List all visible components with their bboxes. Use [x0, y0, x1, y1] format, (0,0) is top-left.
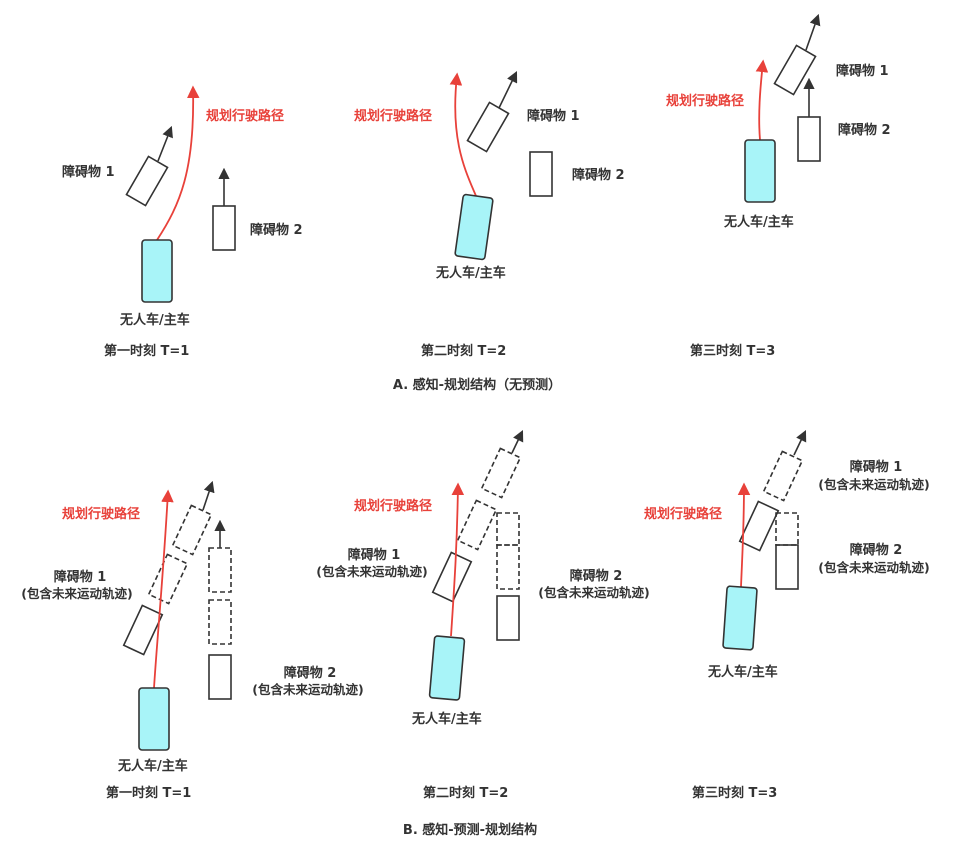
obstacle1-label: 障碍物 1 — [850, 459, 903, 475]
planned-path-label: 规划行驶路径 — [206, 108, 284, 124]
obstacle2-future-box — [775, 512, 799, 546]
obstacle2-box — [496, 595, 520, 641]
ego-label: 无人车/主车 — [117, 758, 188, 774]
obstacle1-arrow — [805, 13, 821, 51]
obstacle1-future-box — [147, 553, 189, 605]
obstacle1-arrow — [498, 70, 518, 109]
ego-label: 无人车/主车 — [435, 265, 506, 281]
planned-path-label: 规划行驶路径 — [666, 93, 744, 109]
panel-b3: 规划行驶路径 障碍物 1 (包含未来运动轨迹) 障碍物 2 (包含未来运动轨迹)… — [644, 429, 930, 801]
obstacle1-future-label: (包含未来运动轨迹) — [818, 477, 929, 492]
caption-b: B. 感知-预测-规划结构 — [403, 822, 537, 838]
time-label-b1: 第一时刻 T=1 — [106, 785, 191, 801]
obstacle2-label: 障碍物 2 — [850, 542, 903, 558]
obstacle2-box — [208, 654, 232, 700]
obstacle1-future-label: (包含未来运动轨迹) — [21, 586, 132, 601]
panel-a2: 规划行驶路径 障碍物 1 障碍物 2 无人车/主车 第二时刻 T=2 — [354, 70, 625, 359]
panel-b2: 规划行驶路径 障碍物 1 (包含未来运动轨迹) 障碍物 2 (包含未来运动轨迹)… — [316, 429, 650, 801]
obstacle1-label: 障碍物 1 — [527, 108, 580, 124]
obstacle1-box — [125, 155, 169, 207]
time-label-b3: 第三时刻 T=3 — [692, 785, 777, 801]
planned-path-line — [153, 489, 174, 689]
panel-a1: 障碍物 1 障碍物 2 规划行驶路径 无人车/主车 第一时刻 T=1 — [62, 85, 303, 359]
obstacle1-arrow — [793, 429, 807, 456]
caption-a: A. 感知-规划结构（无预测） — [393, 377, 561, 393]
obstacle2-future-box — [496, 512, 520, 546]
ego-vehicle — [454, 193, 494, 261]
obstacle1-box — [466, 101, 510, 153]
obstacle2-future-label: (包含未来运动轨迹) — [538, 585, 649, 600]
planned-path-line — [156, 85, 200, 241]
ego-label: 无人车/主车 — [723, 214, 794, 230]
obstacle1-future-box — [456, 499, 498, 551]
ego-vehicle — [744, 139, 776, 203]
obstacle1-box — [738, 500, 780, 552]
obstacle2-label: 障碍物 2 — [250, 222, 303, 238]
time-label-b2: 第二时刻 T=2 — [423, 785, 508, 801]
obstacle2-box — [775, 544, 799, 590]
obstacle1-future-box — [762, 450, 804, 502]
obstacle1-label: 障碍物 1 — [836, 63, 889, 79]
planned-path-line — [755, 59, 769, 141]
ego-label: 无人车/主车 — [411, 711, 482, 727]
ego-vehicle — [141, 239, 173, 303]
ego-label: 无人车/主车 — [119, 312, 190, 328]
planned-path-label: 规划行驶路径 — [62, 506, 140, 522]
obstacle1-label: 障碍物 1 — [54, 569, 107, 585]
obstacle2-label: 障碍物 2 — [838, 122, 891, 138]
obstacle2-box — [212, 205, 236, 251]
obstacle1-arrow — [511, 429, 524, 454]
obstacle1-arrow — [202, 480, 215, 511]
time-label-a2: 第二时刻 T=2 — [421, 343, 506, 359]
obstacle1-label: 障碍物 1 — [348, 547, 401, 563]
obstacle2-future-box — [208, 547, 232, 593]
planned-path-label: 规划行驶路径 — [644, 506, 722, 522]
obstacle1-label: 障碍物 1 — [62, 164, 115, 180]
obstacle2-label: 障碍物 2 — [284, 665, 337, 681]
ego-vehicle — [138, 687, 170, 751]
obstacle1-box — [122, 604, 164, 656]
planned-path-label: 规划行驶路径 — [354, 498, 432, 514]
obstacle2-label: 障碍物 2 — [570, 568, 623, 584]
time-label-a1: 第一时刻 T=1 — [104, 343, 189, 359]
obstacle2-future-box — [496, 544, 520, 590]
time-label-a3: 第三时刻 T=3 — [690, 343, 775, 359]
planned-path-line — [737, 482, 751, 588]
obstacle2-future-label: (包含未来运动轨迹) — [818, 560, 929, 575]
ego-vehicle — [428, 635, 466, 701]
obstacle2-label: 障碍物 2 — [572, 167, 625, 183]
obstacle2-future-label: (包含未来运动轨迹) — [252, 682, 363, 697]
obstacle1-future-box — [171, 504, 213, 556]
planned-path-line — [450, 482, 465, 637]
obstacle1-future-label: (包含未来运动轨迹) — [316, 564, 427, 579]
obstacle2-box — [529, 151, 553, 197]
planned-path-line — [449, 72, 477, 197]
obstacle1-box — [773, 44, 817, 96]
obstacle1-box — [431, 551, 473, 603]
obstacle2-box — [797, 116, 821, 162]
planned-path-label: 规划行驶路径 — [354, 108, 432, 124]
ego-vehicle — [722, 585, 758, 651]
obstacle1-future-box — [480, 447, 522, 499]
panel-a3: 规划行驶路径 障碍物 1 障碍物 2 无人车/主车 第三时刻 T=3 — [666, 13, 891, 359]
panel-b1: 规划行驶路径 障碍物 1 (包含未来运动轨迹) 障碍物 2 (包含未来运动轨迹)… — [21, 480, 364, 801]
obstacle2-future-box — [208, 599, 232, 645]
ego-label: 无人车/主车 — [707, 664, 778, 680]
obstacle1-arrow — [157, 125, 173, 162]
